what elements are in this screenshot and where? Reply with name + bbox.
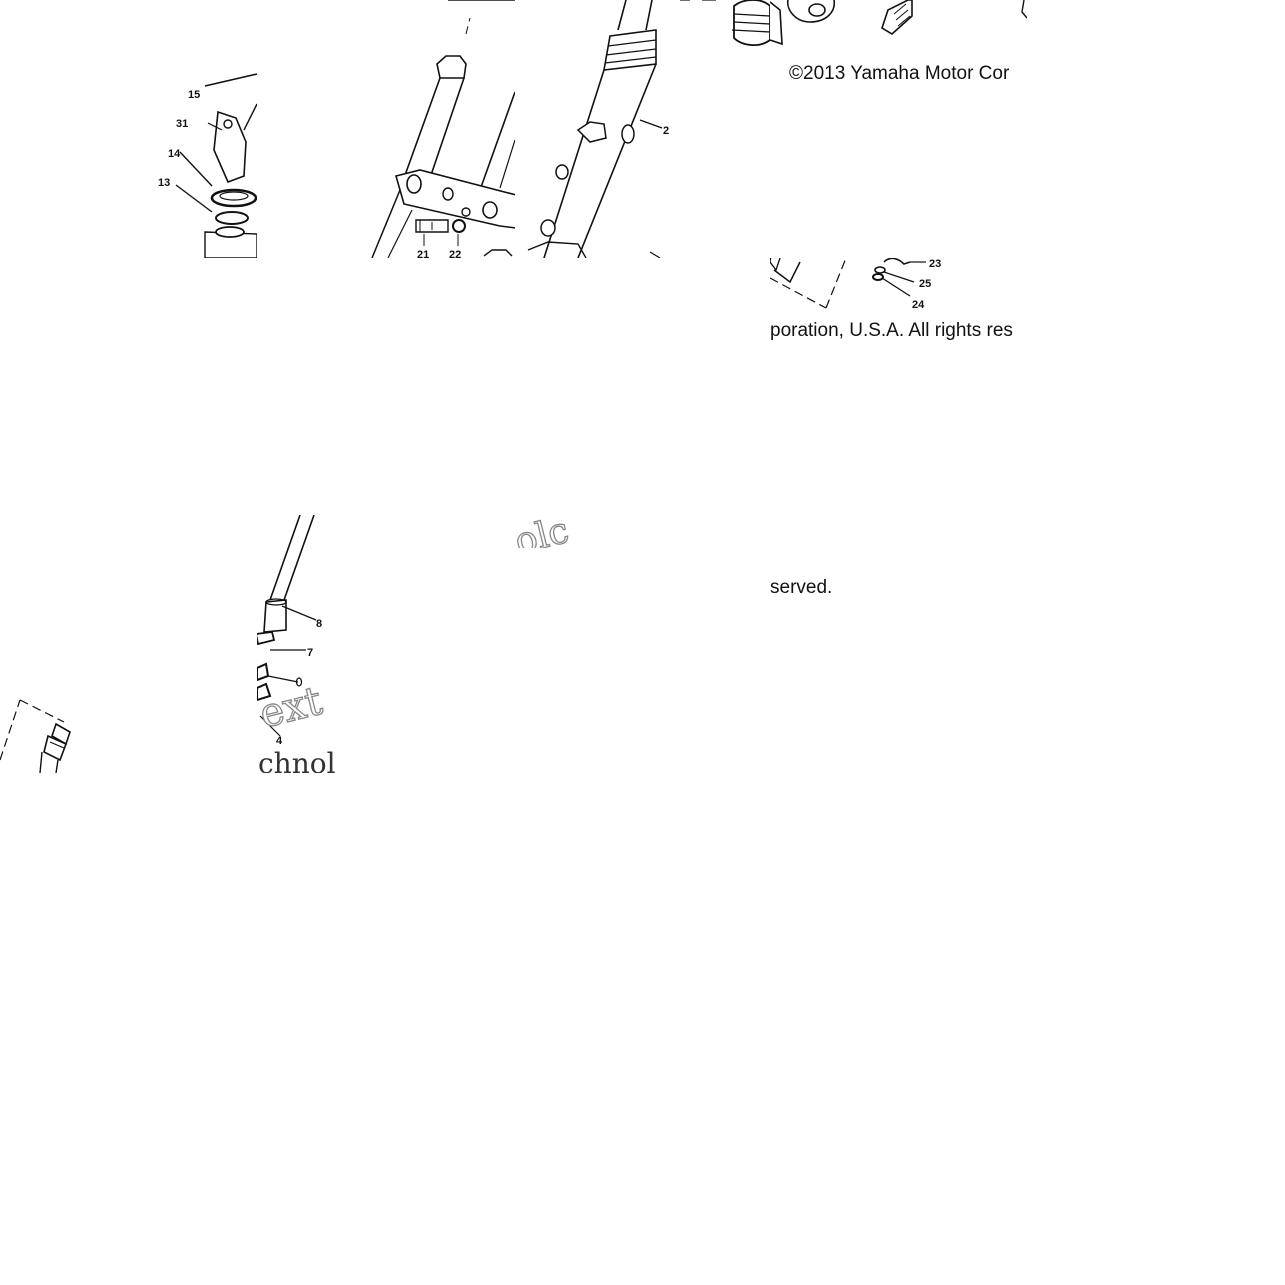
diagram-tile-fork-leg: 2 xyxy=(515,0,770,258)
fork-tubes-drawing: 21 22 xyxy=(371,0,515,258)
diagram-tile-hardware: 23 25 24 poration, U.S.A. All rights res xyxy=(770,258,1027,515)
diagram-tile-axle xyxy=(0,690,80,773)
diagram-tile-watermark-center: olc xyxy=(515,515,595,548)
axle-drawing xyxy=(0,699,71,773)
hardware-drawing: 23 25 24 xyxy=(770,258,941,311)
callout-7: 7 xyxy=(307,647,313,659)
diagram-tile-steering-head: 15 31 14 13 xyxy=(150,0,257,258)
watermark-fragment-c: chnol xyxy=(258,747,336,773)
callout-13: 13 xyxy=(158,177,170,189)
callout-23: 23 xyxy=(929,258,941,270)
callout-4: 4 xyxy=(276,735,283,747)
callout-31: 31 xyxy=(176,118,188,130)
callout-8: 8 xyxy=(316,618,322,630)
top-right-drawing xyxy=(770,0,1027,46)
steering-head-drawing: 15 31 14 13 xyxy=(158,73,257,258)
callout-15: 15 xyxy=(188,89,200,101)
diagram-tile-copyright-end: served. xyxy=(770,515,860,605)
damper-rod-drawing: 8 7 4 xyxy=(257,515,322,747)
copyright-text-line1: ©2013 Yamaha Motor Cor xyxy=(789,63,1010,84)
callout-21: 21 xyxy=(417,249,429,258)
watermark-fragment-a: olc xyxy=(515,515,573,548)
callout-2: 2 xyxy=(663,125,669,137)
diagram-tile-top-right: ©2013 Yamaha Motor Cor xyxy=(770,0,1027,258)
callout-14: 14 xyxy=(168,148,181,160)
fork-leg-drawing: 2 xyxy=(527,0,770,258)
copyright-text-line3: served. xyxy=(770,577,833,598)
callout-22: 22 xyxy=(449,249,461,258)
diagram-tile-fork-tubes: 21 22 xyxy=(257,0,515,258)
callout-25: 25 xyxy=(919,278,931,290)
callout-24: 24 xyxy=(912,299,925,311)
copyright-text-line2: poration, U.S.A. All rights res xyxy=(770,320,1013,341)
diagram-tile-damper-rod: 8 7 4 ext chnol xyxy=(257,515,337,773)
